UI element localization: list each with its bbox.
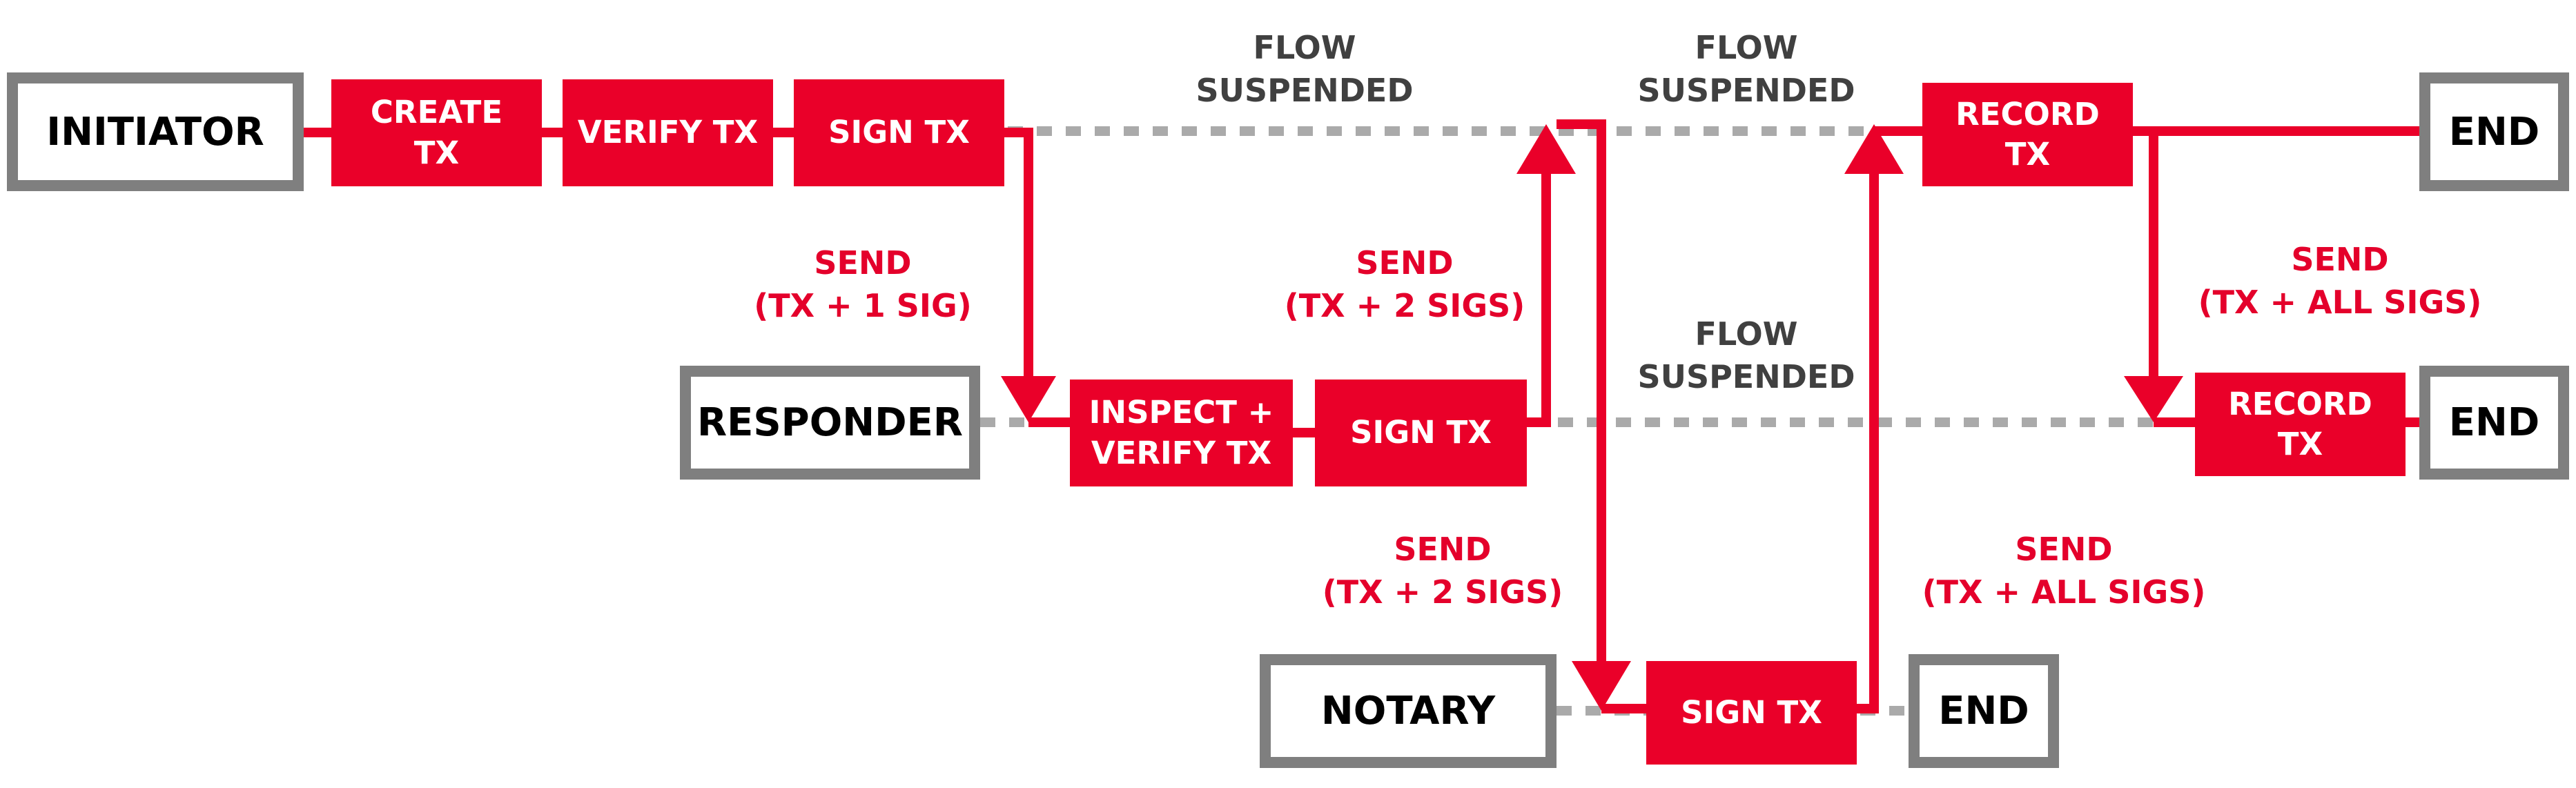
notary-label: NOTARY — [1320, 689, 1496, 733]
flow-suspended-label-1: FLOW SUSPENDED — [1196, 29, 1414, 110]
create-tx-step: CREATE TX — [331, 79, 542, 186]
end-label: END — [2448, 109, 2540, 155]
create-tx-line1: CREATE — [370, 94, 503, 130]
arrow-up-record — [1844, 124, 1904, 174]
verify-tx-label: VERIFY TX — [577, 114, 759, 151]
record-tx-responder-step: RECORD TX — [2195, 373, 2406, 476]
record-tx-line2: TX — [2004, 136, 2051, 173]
arrow-down-responder-record — [2124, 376, 2183, 422]
initiator-end-box: END — [2419, 72, 2569, 191]
send-all-sigs-label-bottom: SEND (TX + ALL SIGS) — [1922, 531, 2206, 611]
notary-box: NOTARY — [1260, 654, 1557, 768]
verify-tx-step: VERIFY TX — [563, 79, 773, 186]
end-label: END — [2448, 400, 2540, 445]
sign-tx-label: SIGN TX — [1681, 693, 1822, 731]
create-tx-line2: TX — [413, 134, 460, 171]
send-one-sig-line — [1004, 128, 1033, 376]
send-one-sig-label: SEND (TX + 1 SIG) — [754, 244, 972, 325]
initiator-box: INITIATOR — [7, 72, 304, 191]
sign-tx-label: SIGN TX — [828, 114, 970, 151]
responder-label: RESPONDER — [696, 400, 964, 445]
arrow-up-initiator — [1516, 124, 1576, 174]
record-tx-line1: RECORD — [2228, 385, 2372, 422]
responder-end-box: END — [2419, 366, 2569, 480]
record-tx-line2: TX — [2277, 426, 2323, 462]
send-two-sigs-notary-line — [1557, 119, 1606, 661]
send-two-sigs-label-top: SEND (TX + 2 SIGS) — [1284, 244, 1525, 325]
inspect-verify-step: INSPECT + VERIFY TX — [1070, 380, 1293, 486]
send-two-sigs-return-line — [1527, 169, 1551, 427]
sign-tx-label: SIGN TX — [1350, 414, 1492, 451]
record-tx-initiator-step: RECORD TX — [1922, 83, 2133, 186]
flow-suspended-label-2: FLOW SUSPENDED — [1637, 29, 1855, 110]
record-tx-line1: RECORD — [1955, 95, 2100, 132]
initiator-label: INITIATOR — [46, 109, 264, 155]
inspect-line2: VERIFY TX — [1091, 434, 1272, 471]
send-all-sigs-responder-line — [2140, 126, 2158, 376]
arrow-down-responder — [1001, 376, 1056, 422]
send-two-sigs-label-bottom: SEND (TX + 2 SIGS) — [1322, 531, 1563, 611]
sign-tx-initiator-step: SIGN TX — [794, 79, 1004, 186]
responder-box: RESPONDER — [680, 366, 980, 480]
send-all-sigs-label-right: SEND (TX + ALL SIGS) — [2198, 241, 2482, 322]
flow-suspended-label-3: FLOW SUSPENDED — [1637, 315, 1855, 396]
send-all-sigs-up-line — [1857, 169, 1879, 713]
end-label: END — [1938, 689, 2029, 733]
arrow-down-notary — [1572, 661, 1631, 711]
sign-tx-notary-step: SIGN TX — [1646, 661, 1857, 765]
notary-end-box: END — [1909, 654, 2059, 768]
inspect-line1: INSPECT + — [1089, 394, 1274, 431]
sign-tx-responder-step: SIGN TX — [1315, 380, 1527, 486]
